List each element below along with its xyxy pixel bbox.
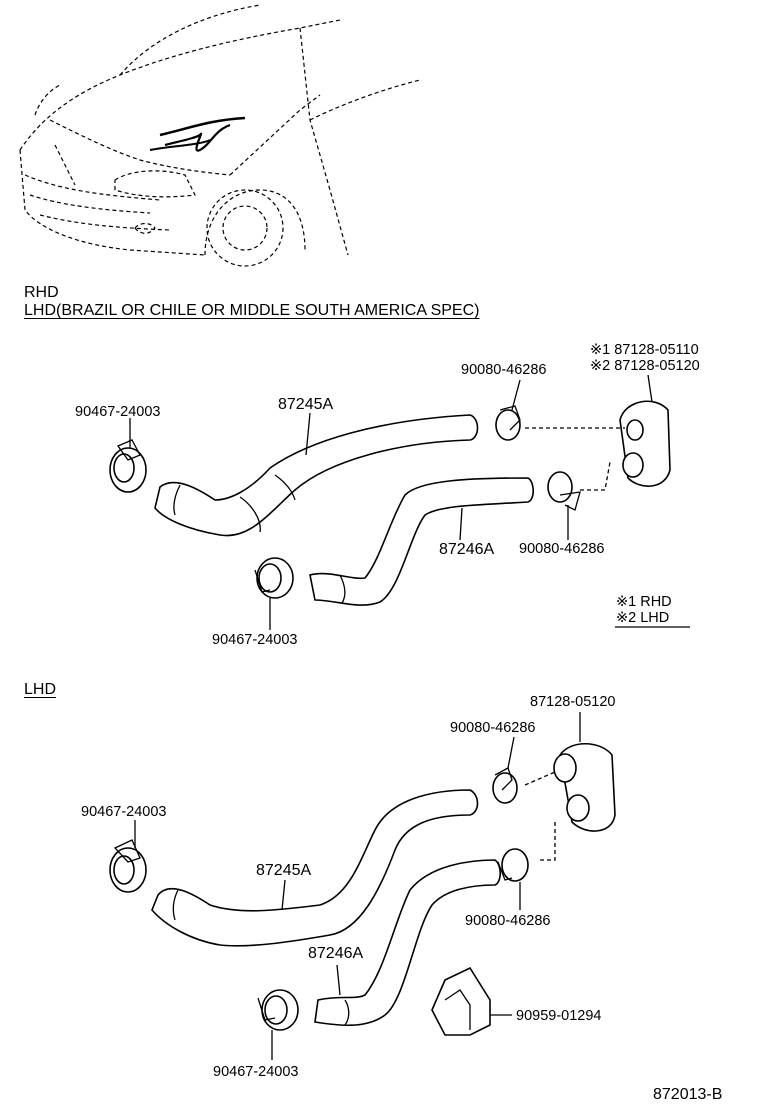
grommet-top xyxy=(525,374,671,491)
label-clamp-left-bottom: 90467-24003 xyxy=(81,804,167,820)
label-clip-top-bottom: 90080-46286 xyxy=(450,720,536,736)
header-lhd-spec: LHD(BRAZIL OR CHILE OR MIDDLE SOUTH AMER… xyxy=(24,302,480,319)
label-clamp-bottom-bottom: 90467-24003 xyxy=(213,1064,299,1080)
label-clip-lower-top: 90080-46286 xyxy=(519,541,605,557)
label-clip-top: 90080-46286 xyxy=(461,362,547,378)
label-hose-upper-bottom: 87245A xyxy=(256,862,312,879)
clip-top-bottom xyxy=(492,736,518,804)
diagram-id: 872013-B xyxy=(653,1086,723,1103)
label-clip-lower-bottom: 90080-46286 xyxy=(465,913,551,929)
legend-rhd: ※1 RHD xyxy=(616,594,672,610)
clip-lower-top xyxy=(547,471,581,540)
header-rhd: RHD xyxy=(24,284,59,301)
label-grommet-rhd: ※1 87128-05110 xyxy=(590,342,699,358)
clip-lower-bottom xyxy=(497,848,529,910)
clamp-left-bottom xyxy=(109,820,147,893)
label-hose-lower-bottom: 87246A xyxy=(308,945,364,962)
clip-top xyxy=(495,379,521,441)
label-grommet-lhd: ※2 87128-05120 xyxy=(590,358,700,374)
label-hose-lower-top: 87246A xyxy=(439,541,495,558)
hose-87245A-top xyxy=(154,412,479,537)
legend-lhd: ※2 LHD xyxy=(616,610,670,626)
label-clamp-bottom-top: 90467-24003 xyxy=(212,632,298,648)
bracket-90959 xyxy=(431,966,512,1036)
label-hose-upper-top: 87245A xyxy=(278,396,334,413)
clamp-left-top xyxy=(109,418,147,493)
hose-87246A-top xyxy=(309,477,535,606)
header-lhd: LHD xyxy=(24,681,57,698)
grommet-bottom xyxy=(524,712,616,861)
clamp-bottom-top xyxy=(254,557,294,630)
hose-87246A-bottom xyxy=(314,859,502,1027)
car-illustration xyxy=(19,4,421,267)
label-bracket: 90959-01294 xyxy=(516,1008,602,1024)
label-clamp-left-top: 90467-24003 xyxy=(75,404,161,420)
clamp-bottom-bottom xyxy=(257,989,299,1060)
hose-87245A-bottom xyxy=(151,789,479,947)
label-grommet-bottom: 87128-05120 xyxy=(530,694,616,710)
